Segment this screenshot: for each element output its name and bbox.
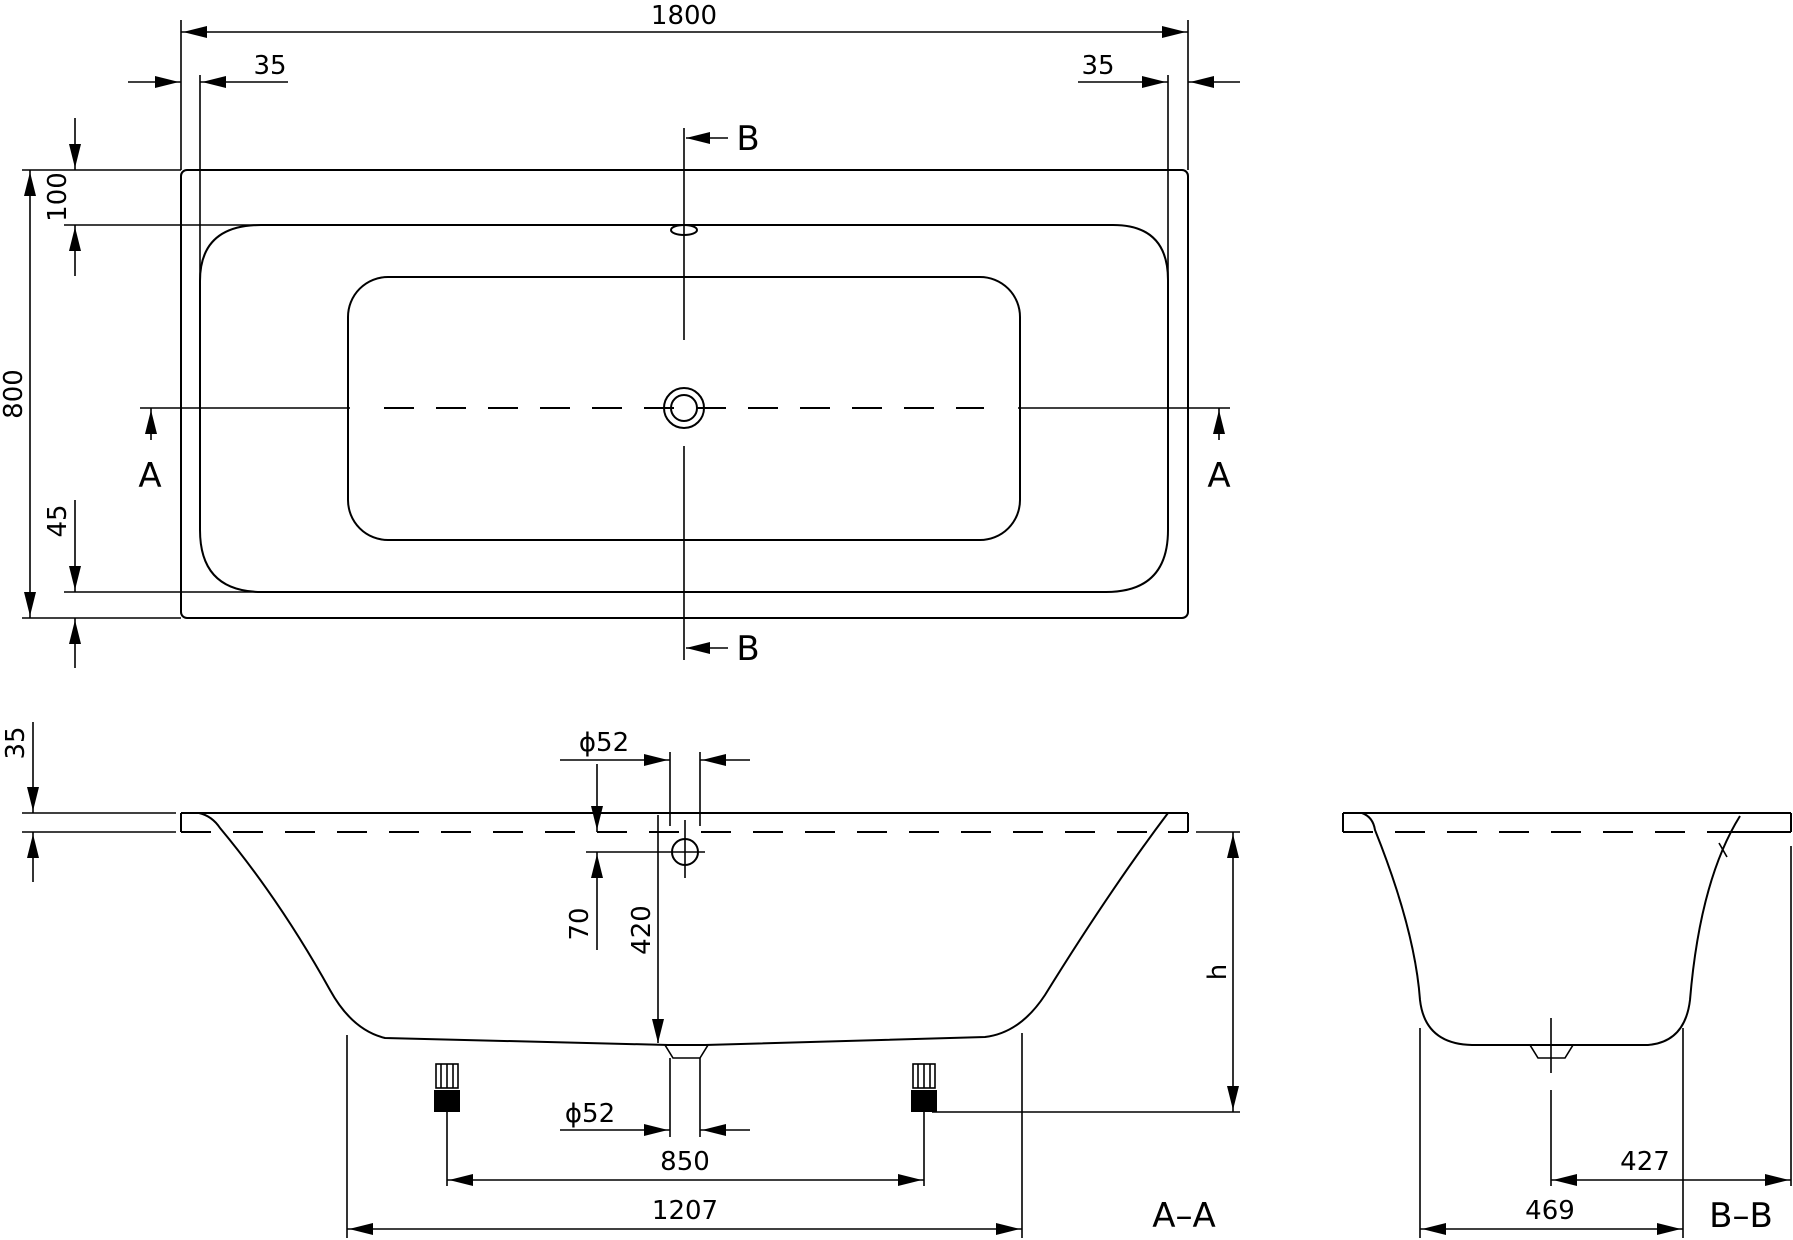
section-b-letter-bottom: B: [736, 629, 759, 669]
section-b-letter-top: B: [736, 119, 759, 159]
aa-overflow-depth-arrow-lower: [591, 854, 603, 878]
width-arrow-top: [24, 172, 36, 196]
aa-base-length-label: 1207: [652, 1196, 718, 1226]
bb-half-width-arrow-right: [1765, 1174, 1789, 1186]
aa-height-label: h: [1203, 964, 1233, 980]
bb-base-width-arrow-left: [1422, 1223, 1446, 1235]
rim-top-arrow-lower: [69, 227, 81, 251]
aa-base-arrow-right: [996, 1223, 1020, 1235]
aa-foot-left: [434, 1063, 460, 1112]
section-a-arrow-left: [145, 410, 157, 434]
section-bb-view: 427 469 B–B: [1342, 812, 1792, 1238]
aa-waste-diameter-label: ϕ52: [565, 1099, 615, 1129]
rim-bottom-label: 45: [43, 504, 73, 537]
length-arrow-left: [183, 26, 207, 38]
section-aa-view: ϕ52 70 420 ϕ52 35 h: [1, 722, 1240, 1238]
aa-height-arrow-top: [1227, 834, 1239, 858]
length-arrow-right: [1162, 26, 1186, 38]
rim-right-arrow-left: [1142, 76, 1166, 88]
section-a-letter-right: A: [1207, 456, 1230, 496]
aa-rim-arrow-lower: [27, 834, 39, 858]
aa-base-arrow-left: [349, 1223, 373, 1235]
aa-waste-outlet: [663, 1044, 710, 1059]
aa-overflow-dia-arrow-right: [702, 754, 726, 766]
aa-height-arrow-bottom: [1227, 1086, 1239, 1110]
rim-right-arrow-right: [1190, 76, 1214, 88]
aa-section-title: A–A: [1152, 1196, 1216, 1236]
bb-basin-profile: [1361, 812, 1741, 1046]
aa-overflow-depth-arrow-upper: [591, 806, 603, 830]
section-a-letter-left: A: [138, 456, 161, 496]
aa-waste-dia-arrow-right: [702, 1124, 726, 1136]
bb-half-width-label: 427: [1620, 1147, 1670, 1177]
aa-foot-right: [911, 1063, 937, 1112]
aa-rim-thickness-label: 35: [1, 726, 31, 759]
aa-waste-dia-arrow-left: [644, 1124, 668, 1136]
section-b-arrow-top: [686, 132, 710, 144]
waste-inner-ring: [670, 394, 698, 422]
aa-feet-distance-label: 850: [660, 1147, 710, 1177]
length-label: 1800: [651, 1, 717, 31]
aa-overflow-diameter-label: ϕ52: [579, 728, 629, 758]
aa-rim-arrow-upper: [27, 787, 39, 811]
bb-overflow-tick: [1718, 842, 1728, 858]
rim-bottom-arrow-upper: [69, 566, 81, 590]
width-label: 800: [0, 369, 29, 419]
rim-top-arrow-upper: [69, 144, 81, 168]
aa-overflow-dia-arrow-left: [644, 754, 668, 766]
rim-top-label: 100: [43, 172, 73, 222]
width-arrow-bottom: [24, 592, 36, 616]
bb-base-width-label: 469: [1525, 1196, 1575, 1226]
aa-feet-arrow-left: [449, 1174, 473, 1186]
bb-half-width-arrow-left: [1553, 1174, 1577, 1186]
rim-left-arrow-right: [202, 76, 226, 88]
bb-section-title: B–B: [1709, 1196, 1773, 1236]
bb-base-width-arrow-right: [1657, 1223, 1681, 1235]
aa-basin-profile: [198, 812, 1169, 1046]
aa-overflow-depth-label: 70: [565, 907, 595, 940]
plan-view: A A B B 1800 35 35: [0, 1, 1240, 669]
aa-depth-label: 420: [627, 905, 657, 955]
bb-waste-outlet: [1528, 1044, 1575, 1059]
section-b-arrow-bottom: [686, 642, 710, 654]
rim-bottom-arrow-lower: [69, 620, 81, 644]
rim-left-arrow-left: [155, 76, 179, 88]
aa-depth-arrow-bottom: [652, 1019, 664, 1043]
rim-right-label: 35: [1081, 51, 1114, 81]
aa-feet-arrow-right: [898, 1174, 922, 1186]
rim-left-label: 35: [253, 51, 286, 81]
section-a-arrow-right: [1213, 410, 1225, 434]
